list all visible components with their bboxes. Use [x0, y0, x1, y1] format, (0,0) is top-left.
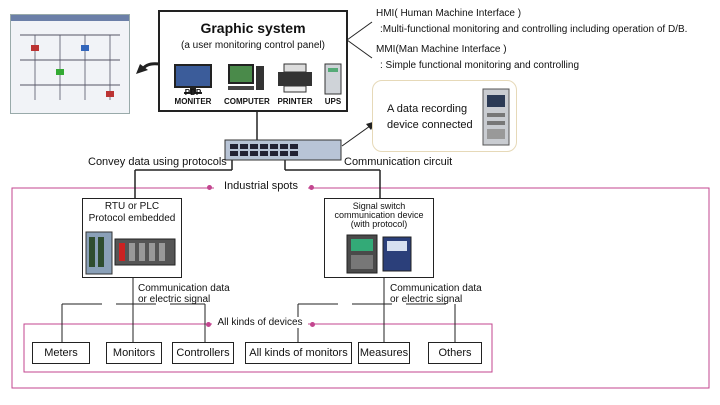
data-recording-panel: A data recording device connected	[372, 80, 517, 152]
signal-switch-box: Signal switch communication device (with…	[324, 198, 434, 278]
network-switch-icon	[224, 139, 342, 161]
computer-label: COMPUTER	[224, 97, 270, 106]
graphic-system-subtitle: (a user monitoring control panel)	[181, 40, 325, 51]
controllers-box: Controllers	[172, 342, 234, 364]
printer-device: PRINTER	[274, 62, 316, 108]
signal-switch-line-2: communication device	[334, 210, 424, 220]
communication-circuit-label: Communication circuit	[344, 156, 453, 168]
all-kinds-of-monitors-label: All kinds of monitors	[249, 347, 348, 359]
computer-device: COMPUTER	[224, 62, 270, 108]
ups-icon	[324, 63, 342, 95]
controllers-label: Controllers	[176, 347, 230, 359]
convey-data-label: Convey data using protocols	[88, 156, 227, 168]
comm-left-line-1: Communication data	[138, 283, 230, 294]
hmi-title: HMI( Human Machine Interface )	[376, 8, 522, 19]
comm-right-line-2: or electric signal	[390, 294, 463, 305]
pink-marker	[310, 322, 315, 327]
pink-marker	[206, 322, 211, 327]
monitors-label: Monitors	[112, 347, 156, 359]
others-box: Others	[428, 342, 482, 364]
recorder-cabinet-icon	[482, 88, 510, 146]
meters-label: Meters	[44, 347, 78, 359]
rtu-plc-title: RTU or PLC	[104, 201, 160, 212]
graphic-system-title: Graphic system	[200, 20, 306, 36]
comm-right-line-1: Communication data	[390, 283, 482, 294]
monitoring-screen-thumbnail	[10, 14, 130, 114]
pink-marker	[207, 185, 212, 190]
switch-device-icon	[346, 234, 412, 274]
signal-switch-line-1: Signal switch	[352, 201, 406, 211]
network-switch	[224, 139, 342, 161]
all-kinds-of-monitors-box: All kinds of monitors	[245, 342, 352, 364]
pdp-monitor-label: PDP MONITER	[174, 88, 212, 106]
rtu-plc-box: RTU or PLC Protocol embedded	[82, 198, 182, 278]
signal-switch-line-3: (with protocol)	[350, 219, 408, 229]
industrial-spots-label: Industrial spots	[214, 180, 308, 192]
computer-icon	[228, 64, 264, 90]
recording-line-1: A data recording	[387, 103, 468, 115]
pink-marker	[309, 185, 314, 190]
hmi-description: :Multi-functional monitoring and control…	[380, 24, 688, 35]
mmi-description: : Simple functional monitoring and contr…	[380, 60, 579, 71]
printer-icon	[278, 63, 312, 93]
all-devices-label: All kinds of devices	[212, 317, 308, 328]
measures-label: Measures	[359, 347, 409, 359]
industrial-spots-frame	[11, 187, 710, 389]
recording-line-2: device connected	[387, 119, 473, 131]
others-label: Others	[438, 347, 472, 359]
ups-label: UPS	[324, 97, 342, 106]
rtu-plc-subtitle: Protocol embedded	[88, 213, 176, 224]
ups-device: UPS	[320, 62, 346, 108]
comm-left-line-2: or electric signal	[138, 294, 211, 305]
meters-box: Meters	[32, 342, 90, 364]
monitor-icon	[174, 64, 212, 94]
plc-hardware-icon	[85, 231, 176, 275]
schematic-icon	[20, 34, 120, 100]
printer-label: PRINTER	[277, 97, 313, 106]
monitors-box: Monitors	[106, 342, 162, 364]
measures-box: Measures	[358, 342, 410, 364]
pdp-monitor-device: PDP MONITER	[172, 62, 214, 108]
graphic-system-panel: Graphic system (a user monitoring contro…	[158, 10, 348, 112]
mmi-title: MMI(Man Machine Interface )	[376, 44, 507, 55]
